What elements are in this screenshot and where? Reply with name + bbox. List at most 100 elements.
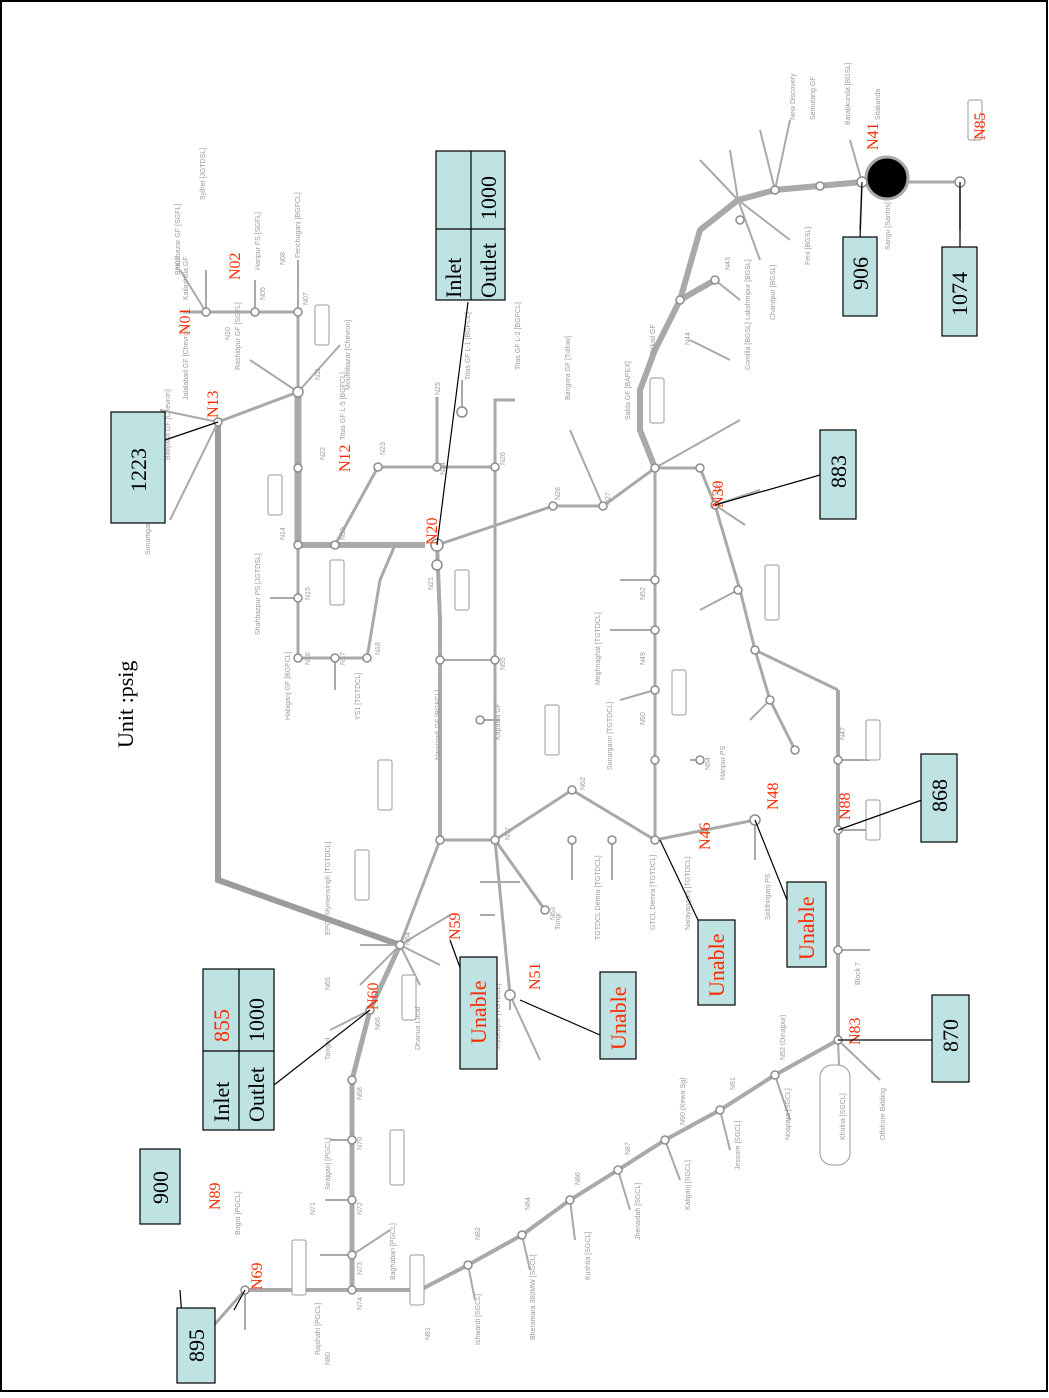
node-label: N26 (500, 452, 507, 465)
pressure-value: 906 (848, 257, 873, 290)
station-label: Sylhet [JGTDSL] (200, 148, 207, 200)
station-label: Rajshahi [PGCL] (315, 1303, 322, 1355)
node-label: N43 (725, 257, 732, 270)
node-label-red: N01 (177, 307, 194, 335)
node-label: N50 (640, 712, 647, 725)
node-label: N65 (325, 977, 332, 990)
station-label: Semutang GF (810, 76, 817, 120)
pressure-box-870: 870 (932, 995, 969, 1082)
node-label-red: N41 (865, 122, 882, 150)
node-label: N86 (575, 1172, 582, 1185)
node-label: N27 (605, 492, 612, 505)
station-label: Titas GF L-5 [BGFCL] (340, 372, 347, 440)
unable-text: Unable (794, 896, 819, 960)
station-label: Siddhirganj PS (765, 873, 772, 920)
outlet-value: 1000 (476, 176, 501, 220)
inlet-label: Inlet (441, 258, 466, 298)
pipe-loop-n16-n18 (298, 545, 395, 658)
node-label-red: N89 (207, 1182, 224, 1210)
station-label: Sunamganj (145, 519, 152, 555)
station-label: Titas GF L-2 [BGFCL] (515, 302, 522, 370)
station-label: GTCL Demra [TGTDCL] (650, 855, 657, 930)
node-label: N84 (525, 1197, 532, 1210)
node-label: N10 (225, 327, 232, 340)
station-label: Bheramara 360MW [SGCL] (530, 1254, 537, 1340)
station-label: Haripur FS [SGFL] (255, 212, 262, 270)
node-label: N55 (500, 657, 507, 670)
station-label: Offshore Bidding (880, 1088, 887, 1140)
station-label: Narayanganj [TGTDCL] (685, 856, 692, 930)
pressure-value: 870 (938, 1019, 963, 1052)
node-label: N21 (428, 577, 435, 590)
node-label: N28 (555, 487, 562, 500)
station-label: Bangora GF [Tullow] (565, 336, 572, 400)
station-label: Fenchuganj [BGFCL] (295, 192, 302, 258)
node-label: N66 (375, 1017, 382, 1030)
node-label: N08 (280, 252, 287, 265)
pressure-box-1223: 1223 (111, 412, 165, 523)
node-labels: N03 N05 N07 N08 N10 N11 N14 N15 N16 N17 … (175, 252, 847, 1365)
pipe-n52-n56 (495, 840, 545, 910)
node-label: N64 (405, 932, 412, 945)
station-label: Ishwardi [SGCL] (475, 1294, 482, 1345)
node-label-red: N12 (337, 444, 354, 472)
unable-text: Unable (704, 933, 729, 997)
pressure-box-883: 883 (820, 430, 856, 519)
station-label: Kushtia [SGCL] (585, 1232, 592, 1280)
station-label: Sonargaon [TGTDCL] (607, 702, 614, 770)
node-label: N74 (357, 1297, 364, 1310)
pressure-box-895: 895 (177, 1308, 215, 1383)
node-label: N47 (840, 727, 847, 740)
unable-text: Unable (606, 986, 631, 1050)
unable-box-n46: Unable (698, 920, 735, 1005)
station-label: Dhanua Local (415, 1006, 422, 1050)
station-label: Comilla [BGSL] (745, 322, 752, 370)
pressure-box-868: 868 (921, 754, 957, 842)
pipe-n83-n75 (245, 1040, 838, 1290)
node-label: N57 (505, 827, 512, 840)
station-label: Haripur PS (720, 745, 727, 780)
node-label: N68 (357, 1087, 364, 1100)
station-label: Baghabari [PGCL] (390, 1223, 397, 1280)
unable-box-n48: Unable (787, 882, 826, 967)
inlet-label: Inlet (209, 1082, 234, 1122)
pipe-n50-n57 (400, 840, 440, 945)
pressure-value: 1074 (947, 272, 972, 316)
outlet-label: Outlet (476, 243, 501, 298)
node-label: N22 (320, 447, 327, 460)
pipe-n13-n09 (218, 392, 298, 422)
node-label-red: N83 (847, 1017, 864, 1045)
node-label: N17 (340, 652, 347, 665)
inlet-outlet-table-n20: Inlet Outlet 1000 (436, 151, 505, 300)
station-label: Kailashtila GF (183, 256, 190, 300)
pipe-n20-n28 (437, 468, 700, 545)
station-label: Srikail GF (650, 324, 657, 355)
node-label: N18 (375, 642, 382, 655)
station-label: Noapara [SGCL] (785, 1088, 792, 1140)
station-label: Jessore [SGCL] (735, 1121, 742, 1170)
node-label: N52 (640, 587, 647, 600)
node-label: N87 (625, 1142, 632, 1155)
node-label: N63 (550, 907, 557, 920)
unit-label: Unit :psig (113, 661, 138, 748)
node-label: N25 (435, 382, 442, 395)
pressure-value: 868 (927, 779, 952, 812)
station-label: Titas GF L-1 [BGFCL] (465, 312, 472, 380)
node-label-red: N02 (227, 252, 244, 280)
node-label-red: N60 (365, 982, 382, 1010)
station-label: Khulna [SGCL] (840, 1093, 847, 1140)
pressure-value: 895 (184, 1329, 209, 1362)
node-label: N91 (730, 1077, 737, 1090)
station-label: Bogra [PGCL] (235, 1191, 242, 1235)
station-label: Kapasia GF (495, 703, 502, 740)
node-label-red: N69 (249, 1262, 266, 1290)
node-label-red: N85 (972, 112, 989, 140)
station-label: Shahbazpur PS [JGTDSL] (255, 553, 262, 635)
station-label: EPCL Mymensingh [TGTDCL] (325, 841, 332, 935)
node-label-red: N59 (447, 912, 464, 940)
station-label: Meghnaghat [TGTDCL] (595, 612, 602, 685)
node-label: N62 (580, 777, 587, 790)
pressure-box-906: 906 (843, 237, 877, 316)
